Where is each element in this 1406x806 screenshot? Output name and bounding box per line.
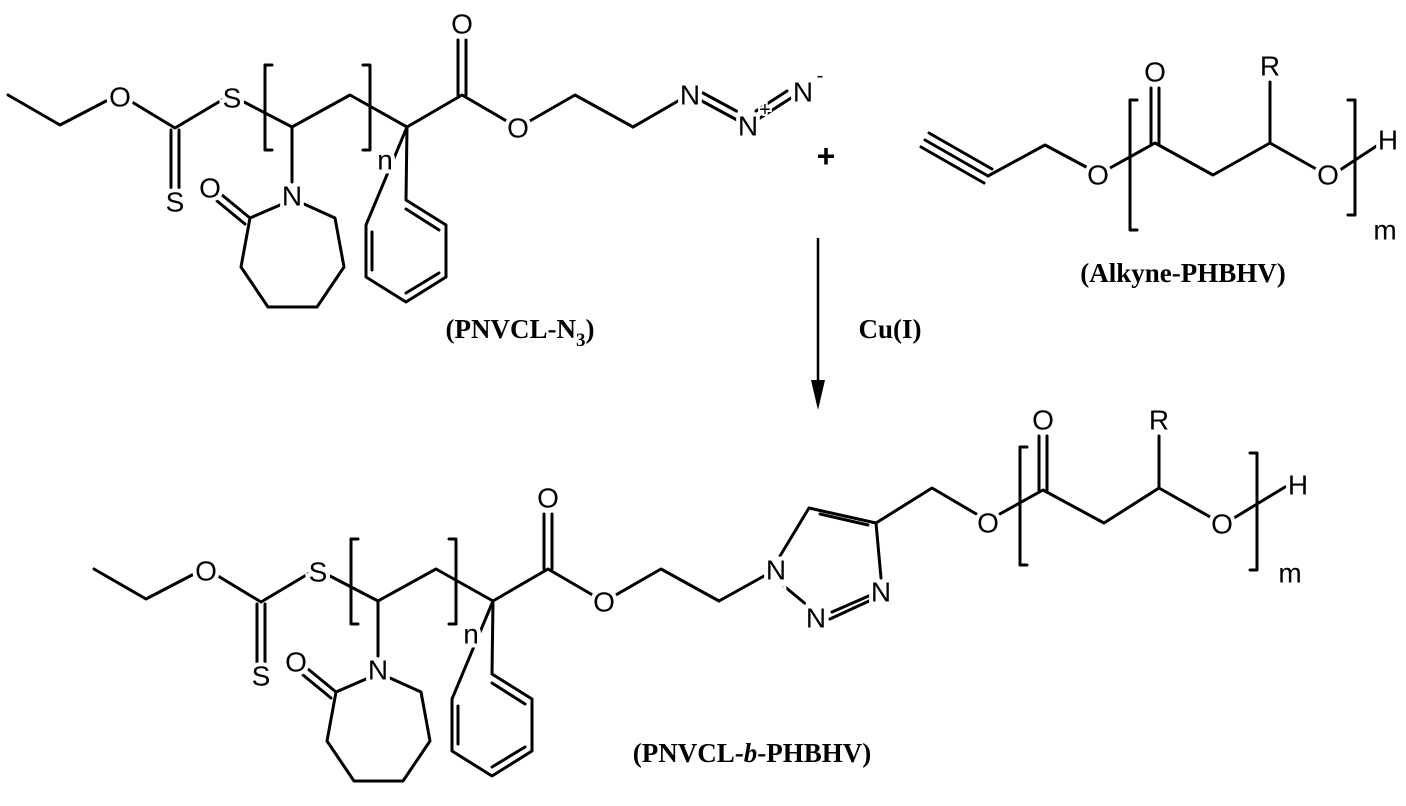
atom-oxygen: O <box>1317 160 1339 191</box>
atom-oxygen: O <box>109 82 131 113</box>
reaction-arrow <box>811 238 825 410</box>
atom-oxygen: O <box>199 173 221 204</box>
atom-nitrogen: N <box>871 577 891 608</box>
atom-nitrogen: N <box>282 181 302 212</box>
phbhv-block: O O R O H m <box>973 401 1312 593</box>
label-pnvcl-n3: (PNVCL-N3) <box>446 314 595 351</box>
alkyne-phbhv: O O R O H m <box>919 47 1402 250</box>
atom-sulfur: S <box>166 187 185 218</box>
atom-oxygen: O <box>451 9 473 40</box>
atom-oxygen: O <box>977 508 999 539</box>
azide-group: N N + N - <box>631 63 825 146</box>
plus-sign: + <box>817 138 836 174</box>
atom-oxygen: O <box>1032 405 1054 436</box>
atom-hydrogen: H <box>1378 125 1398 156</box>
plus-charge: + <box>759 99 771 121</box>
atom-nitrogen: N <box>680 80 700 111</box>
repeat-m: m <box>1373 215 1396 246</box>
atom-oxygen: O <box>507 113 529 144</box>
label-alkyne-phbhv: (Alkyne-PHBHV) <box>1080 258 1286 288</box>
minus-charge: - <box>817 65 824 87</box>
atom-r-group: R <box>1260 51 1280 82</box>
atom-nitrogen: N <box>766 555 786 586</box>
atom-hydrogen: H <box>1288 470 1308 501</box>
atom-nitrogen: N <box>793 77 813 108</box>
atom-oxygen: O <box>1211 509 1233 540</box>
atom-r-group: R <box>1149 405 1169 436</box>
repeat-n: n <box>377 145 393 176</box>
triazole-linker: N N N <box>717 486 980 638</box>
atom-oxygen: O <box>1144 57 1166 88</box>
repeat-m: m <box>1278 558 1301 589</box>
atom-nitrogen: N <box>738 111 758 142</box>
pnvcl-fragment: O S S n N O O O <box>6 5 635 309</box>
product-pnvcl-fragment <box>94 483 719 782</box>
atom-nitrogen: N <box>806 603 826 634</box>
atom-sulfur: S <box>223 83 242 114</box>
atom-oxygen: O <box>1087 160 1109 191</box>
catalyst-label: Cu(I) <box>858 314 921 344</box>
label-pnvcl-b-phbhv: (PNVCL-b-PHBHV) <box>633 738 871 768</box>
